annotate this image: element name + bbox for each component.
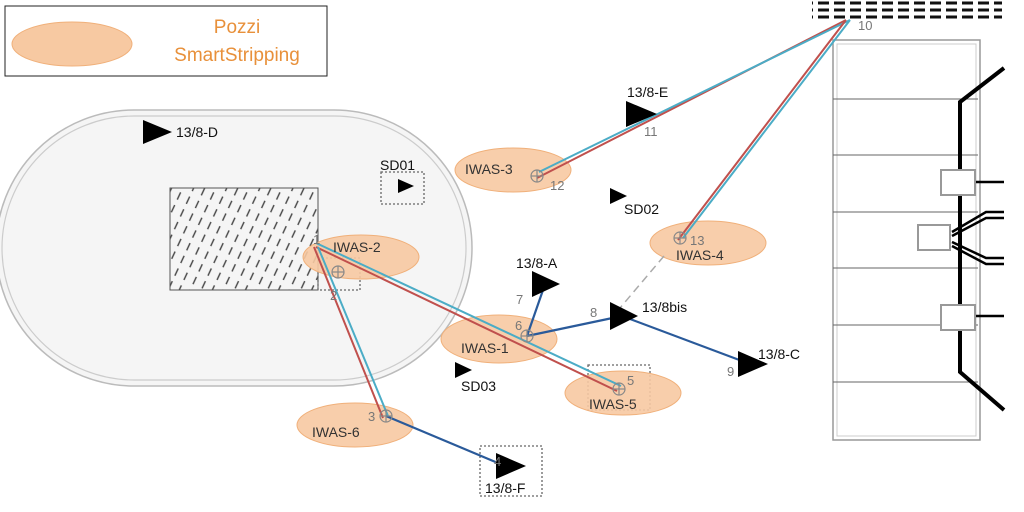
pipe-pairs	[313, 19, 851, 419]
marker-label: 13/8-E	[627, 84, 668, 100]
node-number: 5	[627, 373, 634, 388]
well-label: IWAS-2	[333, 239, 381, 255]
node-number: 12	[550, 178, 564, 193]
legend: Pozzi SmartStripping	[4, 5, 328, 77]
node-number: 1	[313, 232, 320, 247]
node-number: 3	[368, 409, 375, 424]
well-iwas-6[interactable]	[296, 402, 414, 448]
top-hatched-structure	[812, 0, 1002, 20]
node-number: 6	[515, 318, 522, 333]
well-label: IWAS-3	[465, 161, 513, 177]
marker-label: 13/8bis	[642, 299, 687, 315]
well-iwas-1[interactable]	[440, 314, 558, 364]
connection-lines	[385, 289, 751, 468]
marker-label: 13/8-F	[485, 480, 525, 496]
well-iwas-2[interactable]	[302, 234, 420, 280]
dashed-link	[619, 255, 665, 309]
legend-label-line2: SmartStripping	[174, 45, 300, 66]
node-number: 13	[690, 233, 704, 248]
marker-label: SD03	[461, 378, 496, 394]
marker-13-8-f-icon[interactable]	[496, 453, 526, 479]
hatched-building	[169, 187, 319, 291]
marker-label: SD02	[624, 201, 659, 217]
legend-swatch	[11, 21, 133, 67]
marker-label: 13/8-D	[176, 124, 218, 140]
well-label: IWAS-1	[461, 340, 509, 356]
well-label: IWAS-5	[589, 396, 637, 412]
marker-13-8-d-icon[interactable]	[143, 120, 172, 144]
node-number: 4	[494, 454, 501, 469]
node-number: 9	[727, 364, 734, 379]
marker-13-8bis-icon[interactable]	[610, 302, 638, 330]
right-building	[832, 39, 1006, 441]
marker-label: 13/8-A	[516, 255, 558, 271]
node-number: 10	[858, 18, 872, 33]
well-iwas-3[interactable]	[454, 147, 572, 193]
marker-sd02-icon[interactable]	[610, 188, 627, 204]
marker-label: 13/8-C	[758, 346, 800, 362]
well-label: IWAS-6	[312, 424, 360, 440]
legend-label-line1: Pozzi	[214, 17, 260, 38]
node-number: 2	[330, 288, 337, 303]
node-number: 7	[516, 292, 523, 307]
node-number: 8	[590, 305, 597, 320]
node-symbols	[331, 169, 687, 423]
marker-sd03-icon[interactable]	[455, 362, 472, 378]
well-label: IWAS-4	[676, 247, 724, 263]
marker-13-8-e-icon[interactable]	[626, 101, 657, 127]
marker-13-8-a-icon[interactable]	[532, 271, 560, 297]
marker-label: SD01	[380, 157, 415, 173]
marker-sd01-icon[interactable]	[398, 179, 414, 193]
node-number: 11	[644, 124, 658, 139]
marker-13-8-c-icon[interactable]	[738, 351, 768, 377]
